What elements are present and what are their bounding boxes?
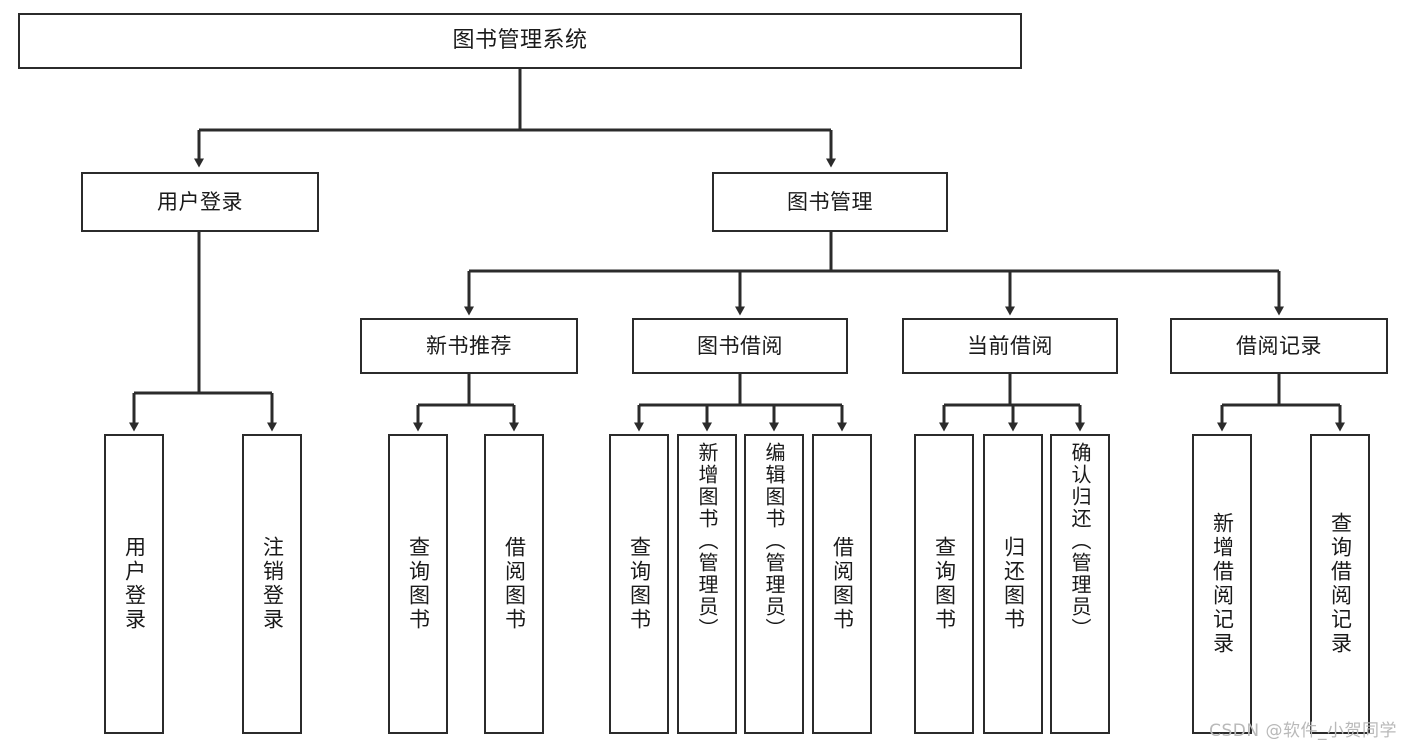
watermark: CSDN @软件_小贺同学 — [1209, 721, 1397, 741]
node-borrow-record[interactable]: 借阅记录 — [1170, 318, 1388, 374]
node-book-manage-label: 图书管理 — [787, 189, 873, 214]
node-leaf-edit-book[interactable]: 编辑图书（管理员） — [744, 434, 804, 734]
node-leaf-user-login-label: 用户登录 — [122, 536, 147, 632]
node-leaf-add-record[interactable]: 新增借阅记录 — [1192, 434, 1252, 734]
node-leaf-add-book-label: 新增图书（管理员） — [695, 442, 719, 640]
node-borrow-record-label: 借阅记录 — [1236, 333, 1322, 358]
node-book-borrow[interactable]: 图书借阅 — [632, 318, 848, 374]
node-leaf-borrow-book-2-label: 借阅图书 — [830, 536, 855, 632]
node-leaf-edit-book-label: 编辑图书（管理员） — [762, 442, 786, 640]
node-leaf-logout[interactable]: 注销登录 — [242, 434, 302, 734]
node-leaf-borrow-book-1-label: 借阅图书 — [502, 536, 527, 632]
node-current-borrow[interactable]: 当前借阅 — [902, 318, 1118, 374]
node-leaf-borrow-book-1[interactable]: 借阅图书 — [484, 434, 544, 734]
node-leaf-borrow-book-2[interactable]: 借阅图书 — [812, 434, 872, 734]
node-leaf-confirm-return[interactable]: 确认归还（管理员） — [1050, 434, 1110, 734]
node-leaf-query-book-1-label: 查询图书 — [406, 536, 431, 632]
node-leaf-confirm-return-label: 确认归还（管理员） — [1068, 442, 1092, 640]
node-leaf-logout-label: 注销登录 — [260, 536, 285, 632]
node-leaf-return-book[interactable]: 归还图书 — [983, 434, 1043, 734]
node-leaf-query-record-label: 查询借阅记录 — [1328, 512, 1353, 656]
node-current-borrow-label: 当前借阅 — [967, 333, 1053, 358]
node-leaf-query-book-3[interactable]: 查询图书 — [914, 434, 974, 734]
node-root-label: 图书管理系统 — [452, 28, 588, 54]
node-root[interactable]: 图书管理系统 — [18, 13, 1022, 69]
connector-borrowrecord-to-leaves — [1217, 374, 1345, 432]
node-leaf-add-record-label: 新增借阅记录 — [1210, 512, 1235, 656]
node-leaf-query-book-2[interactable]: 查询图书 — [609, 434, 669, 734]
node-leaf-add-book[interactable]: 新增图书（管理员） — [677, 434, 737, 734]
node-new-book-rec[interactable]: 新书推荐 — [360, 318, 578, 374]
node-user-login[interactable]: 用户登录 — [81, 172, 319, 232]
connector-userlogin-to-leaves — [129, 232, 277, 432]
connector-bookborrow-to-leaves — [634, 374, 847, 432]
node-leaf-return-book-label: 归还图书 — [1001, 536, 1026, 632]
node-leaf-query-book-3-label: 查询图书 — [932, 536, 957, 632]
node-new-book-rec-label: 新书推荐 — [426, 333, 512, 358]
connector-currentborrow-to-leaves — [939, 374, 1085, 432]
node-leaf-query-book-2-label: 查询图书 — [627, 536, 652, 632]
node-leaf-user-login[interactable]: 用户登录 — [104, 434, 164, 734]
connector-newbook-to-leaves — [413, 374, 519, 432]
node-book-manage[interactable]: 图书管理 — [712, 172, 948, 232]
connector-root-to-level2 — [194, 69, 836, 168]
node-book-borrow-label: 图书借阅 — [697, 333, 783, 358]
node-leaf-query-book-1[interactable]: 查询图书 — [388, 434, 448, 734]
connector-bookmanage-to-level3 — [464, 232, 1284, 316]
node-leaf-query-record[interactable]: 查询借阅记录 — [1310, 434, 1370, 734]
node-user-login-label: 用户登录 — [157, 189, 243, 214]
